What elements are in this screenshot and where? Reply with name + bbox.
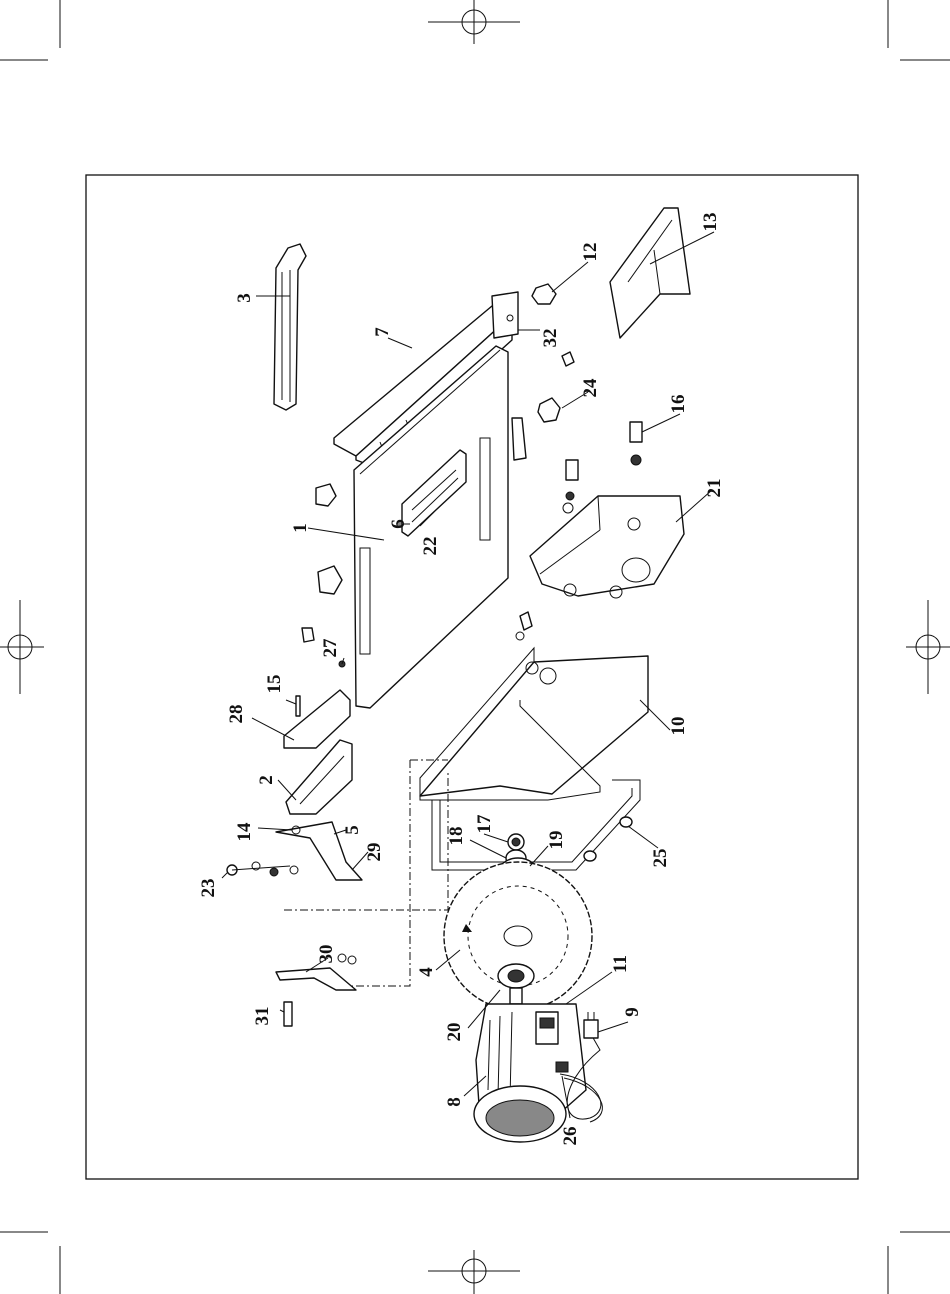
part-label-9: 9 (622, 1007, 643, 1017)
blade-guard-cover (530, 496, 684, 598)
part-label-24: 24 (580, 378, 601, 398)
part-label-31: 31 (252, 1007, 273, 1026)
part-label-6: 6 (388, 519, 409, 529)
blade-guard-2 (286, 740, 352, 814)
registration-mark-right (906, 600, 950, 694)
part-label-26: 26 (560, 1127, 581, 1146)
riving-knife-28 (284, 690, 350, 748)
part-label-29: 29 (364, 843, 385, 862)
part-label-18: 18 (446, 827, 467, 846)
part-label-1: 1 (290, 523, 311, 533)
part-label-20: 20 (444, 1023, 465, 1042)
star-knob-lower (538, 352, 574, 422)
registration-mark-left (0, 600, 44, 694)
spreader-plate (276, 954, 356, 1026)
part-label-14: 14 (234, 822, 255, 842)
registration-mark-top (428, 0, 520, 44)
part-label-25: 25 (650, 849, 671, 868)
star-knob (532, 284, 556, 304)
part-label-7: 7 (372, 327, 393, 337)
part-label-13: 13 (700, 213, 721, 232)
registration-mark-bottom (428, 1250, 520, 1294)
part-label-2: 2 (256, 775, 277, 785)
part-label-8: 8 (444, 1097, 465, 1107)
part-label-17: 17 (474, 814, 495, 834)
part-label-21: 21 (704, 479, 725, 498)
part-label-16: 16 (668, 395, 689, 414)
part-label-4: 4 (416, 967, 437, 977)
part-label-28: 28 (226, 705, 247, 724)
left-knobs (302, 484, 342, 642)
push-stick (274, 244, 306, 410)
part-label-11: 11 (610, 955, 631, 973)
part-label-32: 32 (540, 329, 561, 348)
handle-tube (432, 780, 640, 870)
part-label-12: 12 (580, 243, 601, 262)
bolt-hardware-23 (227, 862, 298, 876)
part-label-5: 5 (342, 825, 363, 835)
part-label-15: 15 (264, 675, 285, 694)
part-label-19: 19 (546, 831, 567, 850)
part-label-30: 30 (316, 945, 337, 964)
pin-15 (296, 696, 300, 716)
part-label-3: 3 (234, 293, 255, 303)
part-label-10: 10 (668, 717, 689, 736)
part-label-23: 23 (198, 879, 219, 898)
part-label-22: 22 (420, 537, 441, 556)
motor (474, 1004, 586, 1142)
part-label-27: 27 (320, 638, 341, 658)
angle-guide (610, 208, 690, 338)
saw-frame-body (420, 612, 648, 800)
